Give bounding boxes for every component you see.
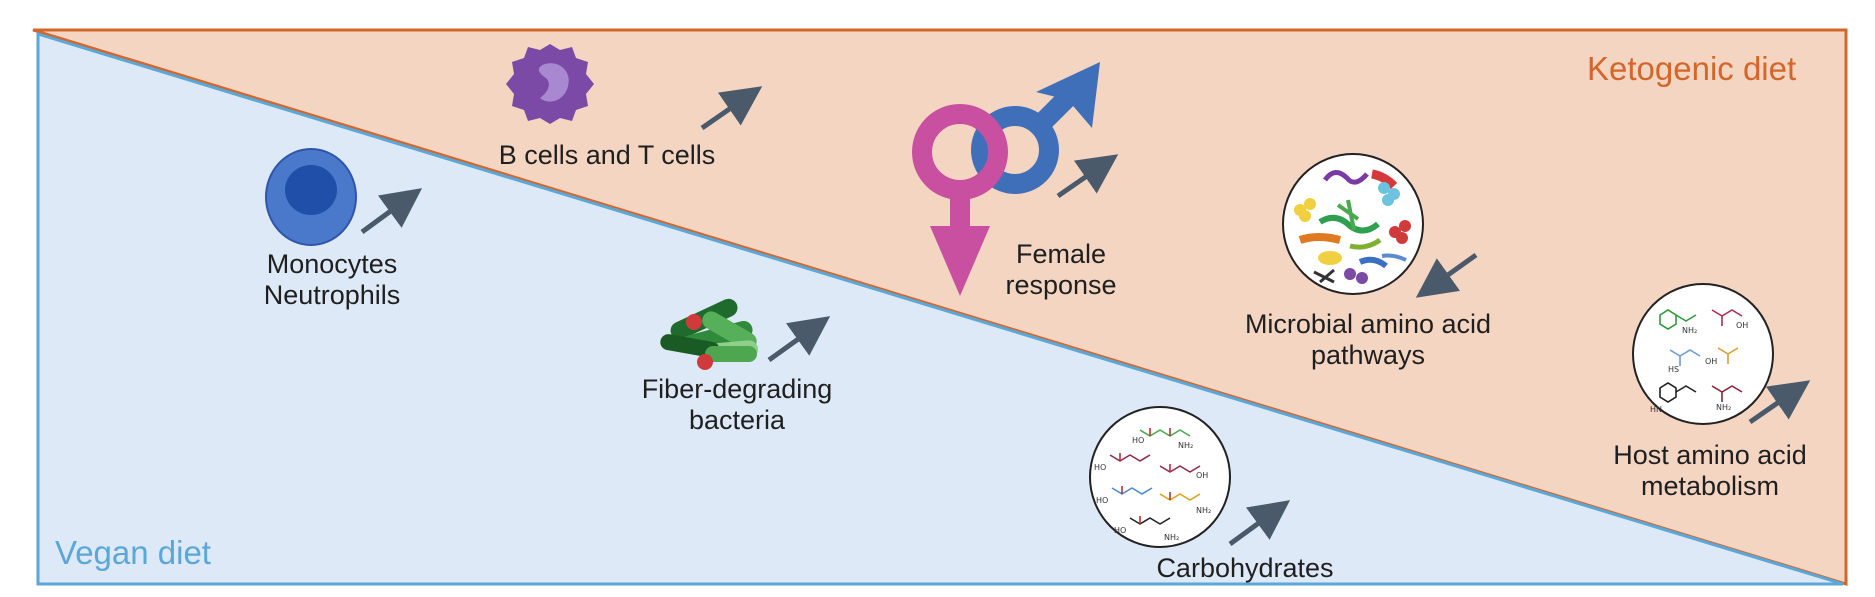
svg-text:OH: OH <box>1736 321 1748 330</box>
svg-text:NH₂: NH₂ <box>1178 441 1193 450</box>
microbial-label-line2: pathways <box>1310 340 1426 370</box>
host-metabolism-label: Host amino acid metabolism <box>1585 440 1835 502</box>
fiber-label-line2: bacteria <box>688 405 786 435</box>
fiber-label-line1: Fiber-degrading <box>641 374 833 404</box>
bcells-label: B cells and T cells <box>498 140 716 170</box>
female-response-label: Female response <box>981 239 1141 301</box>
svg-text:HO: HO <box>1132 436 1144 445</box>
svg-text:NH₂: NH₂ <box>1716 403 1731 412</box>
microbial-label-line1: Microbial amino acid <box>1244 309 1492 339</box>
svg-text:NH₂: NH₂ <box>1682 326 1697 335</box>
carbohydrates-circle-icon: HO NH₂ HO OH HO NH₂ HO NH₂ <box>1089 406 1231 548</box>
fiber-bacteria-label: Fiber-degrading bacteria <box>617 374 857 436</box>
female-up-arrow <box>1056 154 1119 199</box>
host-up-arrow <box>1748 380 1811 425</box>
ketogenic-diet-label: Ketogenic diet <box>1587 50 1797 87</box>
lymphocyte-cell-icon <box>506 44 594 124</box>
amino-acids-circle-icon: NH₂ OH HS OH HN NH₂ <box>1632 283 1774 425</box>
svg-text:NH₂: NH₂ <box>1164 533 1179 542</box>
monocyte-cell-icon <box>265 148 357 246</box>
monocytes-up-arrow <box>360 188 423 235</box>
svg-text:HS: HS <box>1668 365 1679 374</box>
microbiome-circle-icon <box>1282 153 1424 295</box>
bcells-up-arrow <box>700 86 763 131</box>
svg-text:NH₂: NH₂ <box>1196 506 1211 515</box>
vegan-region <box>36 31 1844 586</box>
host-label-line2: metabolism <box>1640 471 1780 501</box>
vegan-diet-label: Vegan diet <box>55 534 211 571</box>
gender-symbols-icon <box>912 62 1100 296</box>
svg-text:HO: HO <box>1096 496 1108 505</box>
fiber-bacteria-icon <box>660 298 759 370</box>
monocytes-label: Monocytes Neutrophils <box>232 249 432 311</box>
svg-text:OH: OH <box>1705 357 1717 366</box>
carbs-up-arrow <box>1228 500 1291 547</box>
female-label-line2: response <box>1005 270 1117 300</box>
svg-text:HO: HO <box>1114 526 1126 535</box>
svg-text:OH: OH <box>1196 471 1208 480</box>
monocytes-label-line1: Monocytes <box>266 249 398 279</box>
svg-text:HO: HO <box>1094 463 1106 472</box>
microbial-down-arrow <box>1415 252 1478 298</box>
microbial-pathways-label: Microbial amino acid pathways <box>1218 309 1518 371</box>
monocytes-label-line2: Neutrophils <box>263 280 401 310</box>
fiber-up-arrow <box>767 316 831 363</box>
carbohydrates-label: Carbohydrates <box>1156 553 1334 583</box>
female-label-line1: Female <box>1015 239 1107 269</box>
host-label-line1: Host amino acid <box>1613 440 1807 470</box>
svg-text:HN: HN <box>1650 405 1662 414</box>
